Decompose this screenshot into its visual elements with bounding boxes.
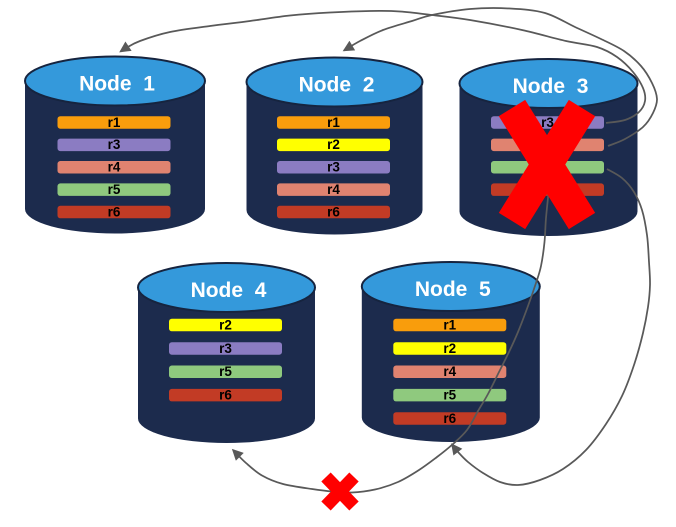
svg-text:r4: r4 [108, 160, 121, 175]
svg-text:Node 1: Node 1 [79, 73, 155, 96]
svg-text:Node 4: Node 4 [191, 279, 267, 302]
svg-text:Node 5: Node 5 [415, 278, 491, 301]
svg-text:r4: r4 [443, 364, 456, 379]
svg-text:r3: r3 [108, 137, 121, 152]
svg-text:r5: r5 [108, 182, 121, 197]
svg-text:r2: r2 [443, 341, 456, 356]
svg-text:Node 2: Node 2 [299, 74, 375, 97]
svg-text:Node 3: Node 3 [513, 75, 589, 98]
svg-text:r2: r2 [219, 317, 232, 332]
svg-text:r3: r3 [327, 160, 340, 175]
svg-text:r1: r1 [108, 115, 121, 130]
svg-text:r1: r1 [327, 115, 340, 130]
svg-text:r2: r2 [327, 137, 340, 152]
svg-text:r4: r4 [327, 182, 340, 197]
svg-text:r6: r6 [108, 204, 121, 219]
svg-text:r5: r5 [443, 388, 456, 403]
svg-text:r1: r1 [443, 317, 456, 332]
svg-text:r3: r3 [541, 115, 554, 130]
svg-text:r3: r3 [219, 341, 232, 356]
svg-text:r6: r6 [327, 204, 340, 219]
svg-text:r6: r6 [219, 388, 232, 403]
svg-text:r6: r6 [443, 411, 456, 426]
svg-text:r5: r5 [219, 364, 232, 379]
